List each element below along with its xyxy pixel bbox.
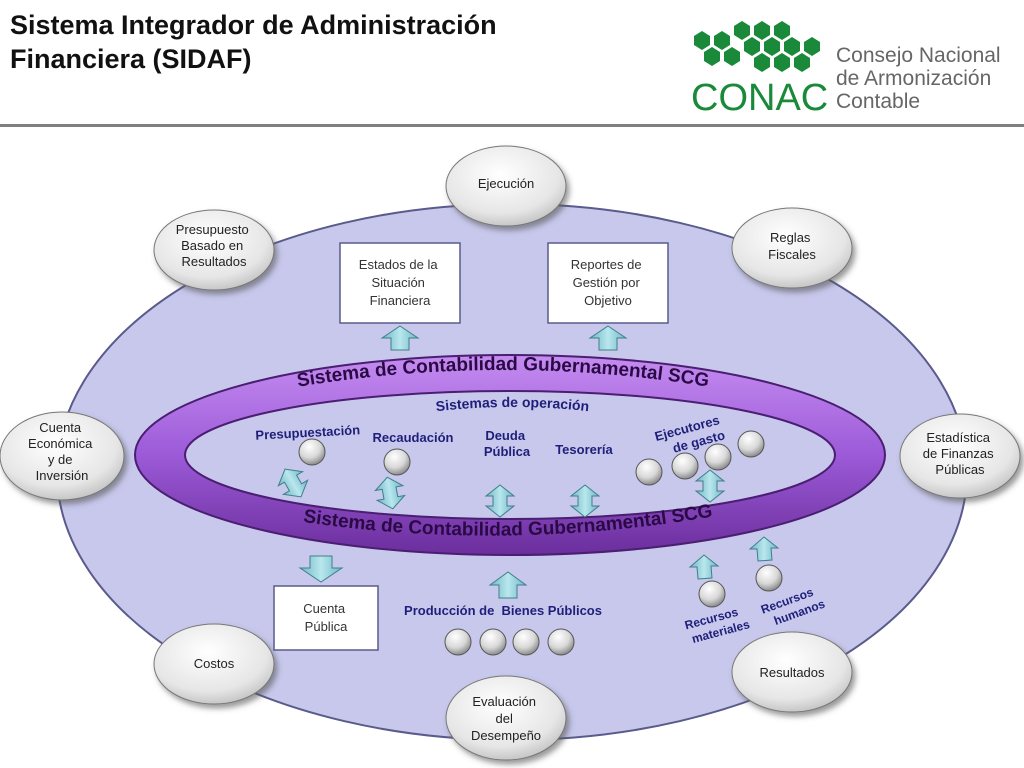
label-tesoreria: Tesorería (555, 442, 613, 457)
svg-text:Estadística de Finanzas: Estadística de Finanzas Públicas (923, 430, 997, 477)
inner-title: Sistemas de operación (435, 394, 590, 414)
node-cuenta-economica[interactable]: Cuenta Económica y de Inversión (0, 411, 125, 501)
operation-node[interactable] (635, 458, 663, 486)
arrow-up-icon (488, 571, 528, 599)
resource-node[interactable] (698, 580, 726, 608)
double-arrow-icon (484, 484, 516, 518)
node-ejecucion[interactable]: Ejecución (445, 145, 567, 227)
svg-text:Resultados: Resultados (759, 665, 825, 680)
logo-acronym: CONAC (691, 77, 828, 118)
operation-node[interactable] (737, 430, 765, 458)
slide-title: Sistema Integrador de Administración Fin… (10, 8, 610, 76)
box-reportes-gestion[interactable]: Reportes de Gestión por Objetivo (547, 242, 669, 324)
box-estados-situacion-financiera[interactable]: Estados de la Situación Financiera (339, 242, 461, 324)
arrow-down-icon (298, 555, 344, 583)
svg-text:Costos: Costos (194, 656, 235, 671)
svg-text:Reportes de Gestión por: Reportes de Gestión por Objetivo (571, 257, 645, 308)
node-evaluacion-desempeno[interactable]: Evaluación del Desempeño (445, 675, 567, 761)
node-reglas-fiscales[interactable]: Reglas Fiscales (731, 207, 853, 289)
production-node[interactable] (512, 628, 540, 656)
arrow-up-icon (688, 554, 720, 580)
operation-node[interactable] (704, 443, 732, 471)
resource-node[interactable] (755, 564, 783, 592)
logo-line-2: de Armonización (836, 67, 991, 90)
node-resultados[interactable]: Resultados (731, 631, 853, 713)
svg-text:Cuenta Económica y: Cuenta Económica y de Inversión (28, 420, 96, 483)
production-node[interactable] (547, 628, 575, 656)
operation-node[interactable] (671, 452, 699, 480)
operation-node[interactable] (383, 448, 411, 476)
box-cuenta-publica[interactable]: Cuenta Pública (273, 585, 379, 651)
svg-text:Ejecución: Ejecución (478, 176, 534, 191)
label-presupuestacion: Presupuestación (255, 422, 360, 442)
svg-text:Reglas Fiscales: Reglas Fiscales (768, 230, 816, 262)
production-node[interactable] (444, 628, 472, 656)
label-produccion-bienes-publicos: Producción de Bienes Públicos (404, 603, 602, 618)
title-line-1: Sistema Integrador de Administración (10, 10, 497, 40)
node-estadistica-finanzas[interactable]: Estadística de Finanzas Públicas (899, 413, 1021, 499)
production-node[interactable] (479, 628, 507, 656)
svg-text:Cuenta Pública: Cuenta Pública (303, 601, 349, 634)
logo-line-1: Consejo Nacional (836, 44, 1001, 67)
logo-line-3: Contable (836, 90, 920, 113)
arrow-up-icon (748, 536, 780, 562)
double-arrow-icon (374, 476, 406, 510)
double-arrow-icon (569, 484, 601, 518)
sidaf-diagram: Sistema de Contabilidad Gubernamental SC… (0, 145, 1021, 761)
node-presupuesto-basado-en-resultados[interactable]: Presupuesto Basado en Resultados (153, 209, 275, 291)
operation-node[interactable] (298, 438, 326, 466)
scg-ring (134, 354, 886, 556)
label-deuda-publica: Deuda Pública (484, 428, 531, 459)
svg-text:Estados de la Situación: Estados de la Situación Financiera (359, 257, 441, 308)
svg-text:Evaluación del Des: Evaluación del Desempeño (471, 694, 541, 743)
label-recaudacion: Recaudación (373, 430, 454, 445)
arrow-up-icon (588, 325, 628, 351)
svg-text:Presupuesto Basado en: Presupuesto Basado en Resultados (176, 222, 253, 269)
title-line-2: Financiera (SIDAF) (10, 44, 252, 74)
double-arrow-icon (277, 468, 309, 498)
conac-logo: CONAC Consejo Nacional de Armonización C… (691, 21, 1001, 118)
arrow-up-icon (380, 325, 420, 351)
node-costos[interactable]: Costos (153, 623, 275, 705)
hexagon-grid-icon (694, 21, 820, 72)
double-arrow-icon (694, 469, 726, 503)
header-divider (0, 124, 1024, 127)
